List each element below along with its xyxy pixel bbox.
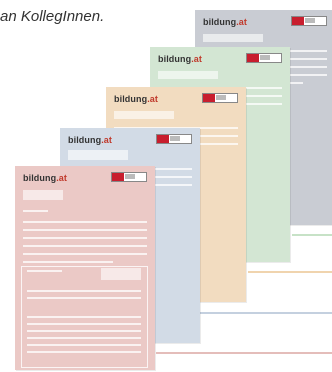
brand-logo: bildung.at — [23, 173, 68, 183]
caption-text: an KollegInnen. — [0, 8, 105, 25]
flag-icon — [156, 134, 192, 144]
flag-icon — [111, 172, 147, 182]
flag-icon — [246, 53, 282, 63]
flag-icon — [202, 93, 238, 103]
document-pink: bildung.at — [15, 166, 155, 370]
address-block — [23, 190, 63, 200]
form-box — [21, 266, 148, 368]
brand-logo: bildung.at — [114, 94, 159, 104]
brand-logo: bildung.at — [203, 17, 248, 27]
brand-logo: bildung.at — [158, 54, 203, 64]
brand-logo: bildung.at — [68, 135, 113, 145]
flag-icon — [291, 16, 327, 26]
